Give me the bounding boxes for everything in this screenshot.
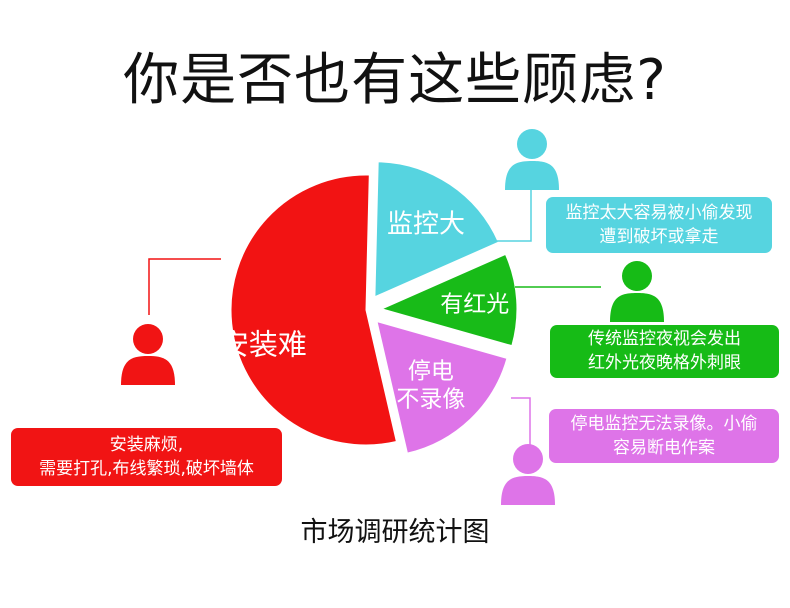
callout-box-red-light: 传统监控夜视会发出 红外光夜晚格外刺眼	[550, 325, 779, 378]
callout-box-installation: 安装麻烦, 需要打孔,布线繁琐,破坏墙体	[11, 428, 282, 486]
person-icon-head	[517, 129, 547, 159]
chart-subtitle: 市场调研统计图	[300, 517, 490, 548]
connector-lines	[148, 187, 601, 445]
slice-label: 有红光	[440, 291, 509, 317]
pie-slice	[376, 320, 508, 454]
pie-slice	[374, 161, 500, 298]
person-icon-body	[505, 161, 559, 190]
person-icon-head	[133, 324, 163, 354]
page-title: 你是否也有这些顾虑?	[123, 48, 667, 113]
pie-slice	[380, 253, 518, 347]
slice-label: 监控大	[387, 209, 465, 239]
person-icon	[121, 324, 175, 385]
person-icon-body	[121, 356, 175, 385]
pie-slice	[230, 174, 397, 446]
callout-box-power-outage: 停电监控无法录像。小偷 容易断电作案	[549, 409, 779, 463]
person-icon-body	[501, 476, 555, 505]
connector-line-4	[148, 258, 221, 315]
person-icon-head	[622, 261, 652, 291]
connector-line-3	[511, 397, 531, 445]
person-icon-head	[513, 444, 543, 474]
person-icon	[610, 261, 664, 322]
callout-box-size: 监控太大容易被小偷发现 遭到破坏或拿走	[546, 197, 772, 253]
connector-line-1	[497, 187, 532, 242]
person-icon	[505, 129, 559, 190]
slice-label: 安装难	[220, 327, 307, 361]
person-icon	[501, 444, 555, 505]
person-icon-body	[610, 293, 664, 322]
slice-label: 停电不录像	[396, 358, 465, 412]
